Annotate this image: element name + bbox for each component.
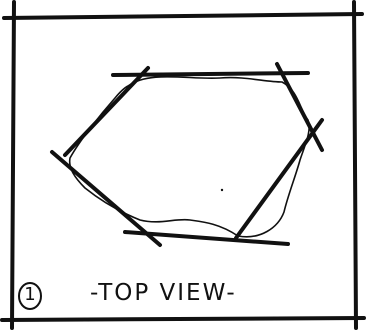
- center-dot: [221, 189, 223, 191]
- organic-contour: [70, 77, 310, 237]
- caption-top-view: -TOP VIEW-: [90, 276, 310, 310]
- number-label: 1: [16, 280, 44, 310]
- number-badge: 1: [16, 280, 44, 310]
